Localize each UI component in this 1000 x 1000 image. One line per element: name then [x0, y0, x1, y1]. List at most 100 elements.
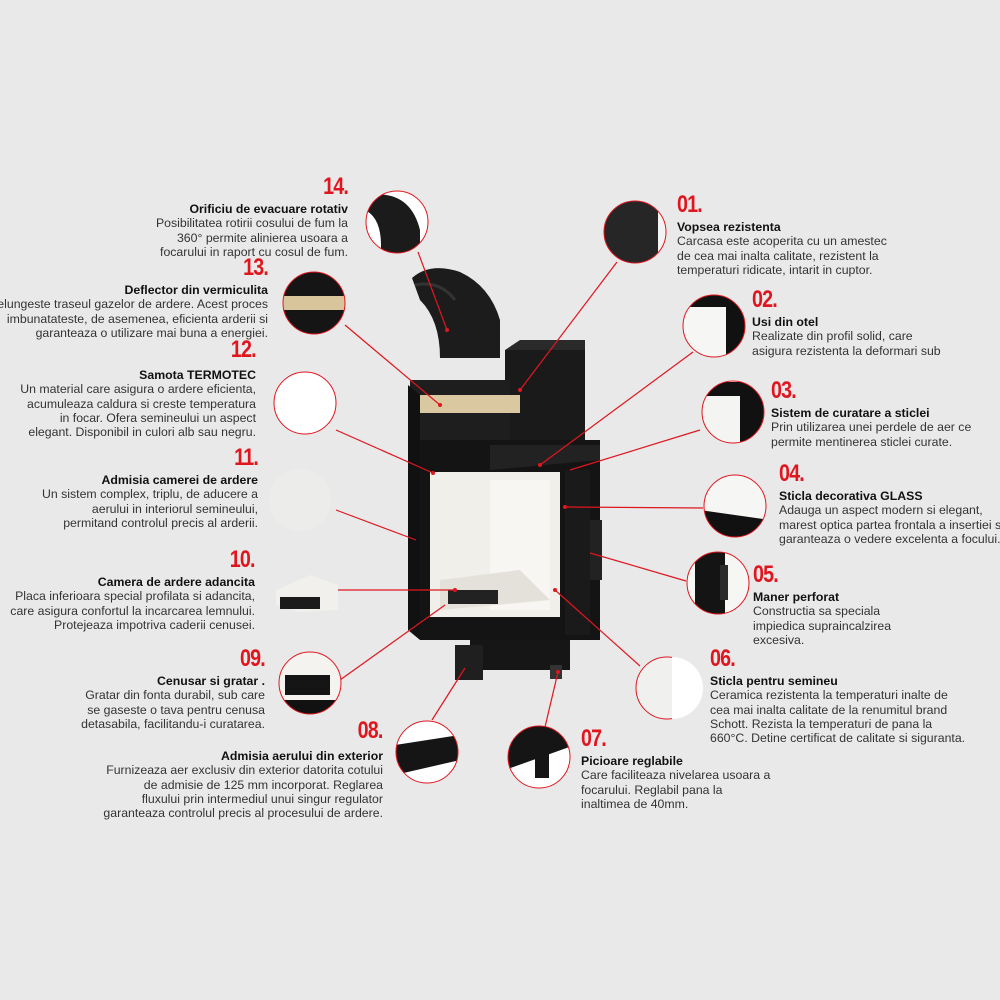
feature-text: in focar. Ofera semineului un aspect	[59, 410, 256, 425]
feature-number: 05.	[753, 561, 779, 588]
feature-number: 11.	[234, 444, 259, 471]
feature-text: permite mentinerea sticlei curate.	[771, 434, 953, 449]
feature-text: Adauga un aspect modern si elegant,	[779, 503, 983, 518]
feature-text: garanteaza o utilizare mai buna a energi…	[35, 325, 268, 340]
thumb-02-steel-door	[683, 295, 745, 357]
feature-number: 09.	[240, 645, 266, 672]
feature-text: Carcasa este acoperita cu un amestec	[677, 234, 887, 249]
thumb-06-glass	[635, 656, 703, 720]
leader-lines	[335, 251, 704, 728]
feature-07: 07. Picioare reglabile Care faciliteaza …	[581, 727, 770, 811]
feature-text: garanteaza controlul precis al procesulu…	[103, 806, 383, 821]
thumb-07-feet	[508, 726, 570, 788]
feature-text: Constructia sa speciala	[753, 604, 881, 619]
feature-12: 12. Samota TERMOTEC Un material care asi…	[20, 336, 257, 440]
feature-title: Deflector din vermiculita	[124, 283, 268, 297]
feature-title: Sticla decorativa GLASS	[779, 489, 923, 503]
feature-number: 08.	[358, 717, 384, 744]
feature-text: se gaseste o tava pentru cenusa	[87, 702, 265, 717]
feature-text: Realizate din profil solid, care	[752, 329, 913, 344]
feature-title: Sticla pentru semineu	[710, 674, 838, 688]
feature-08: 08. Admisia aerului din exterior Furnize…	[103, 717, 384, 821]
feature-text: de cea mai inalta calitate, rezistent la	[677, 248, 879, 263]
feature-text: Prelungeste traseul gazelor de ardere. A…	[0, 297, 268, 312]
thumb-12-chamotte	[273, 371, 337, 435]
feature-text: elegant. Disponibil in culori alb sau ne…	[28, 425, 256, 440]
feature-text: marest optica partea frontala a insertie…	[779, 517, 1000, 532]
feature-text: 660°C. Detine certificat de calitate si …	[710, 731, 966, 746]
feature-title: Orificiu de evacuare rotativ	[189, 202, 348, 216]
feature-text: Posibilitatea rotirii cosului de fum la	[155, 216, 348, 231]
feature-text: care asigura confortul la incarcarea lem…	[10, 603, 255, 618]
feature-06: 06. Sticla pentru semineu Ceramica rezis…	[710, 645, 966, 746]
feature-title: Usi din otel	[752, 315, 819, 329]
feature-04: 04. Sticla decorativa GLASS Adauga un as…	[779, 462, 1000, 546]
thumb-03-glass-cleaning	[702, 381, 764, 443]
thumb-01-paint	[604, 201, 666, 263]
feature-13: 13. Deflector din vermiculita Prelungest…	[0, 254, 269, 340]
thumb-11-air-intake	[269, 469, 331, 531]
feature-number: 06.	[710, 645, 736, 672]
feature-text: impiedica supraincalzirea	[753, 618, 892, 633]
feature-text: focarului in raport cu cosul de fum.	[160, 244, 348, 259]
feature-text: cea mai inalta calitate de la renumitul …	[710, 702, 948, 717]
feature-number: 02.	[752, 286, 778, 313]
feature-text: temperaturi ridicate, intarit in cuptor.	[677, 262, 873, 277]
feature-text: Prin utilizarea unei perdele de aer ce	[771, 420, 972, 435]
feature-09: 09. Cenusar si gratar . Gratar din fonta…	[81, 645, 266, 731]
feature-text: Furnizeaza aer exclusiv din exterior dat…	[106, 763, 383, 778]
feature-title: Vopsea rezistenta	[677, 220, 781, 234]
feature-text: Placa inferioara special profilata si ad…	[15, 589, 255, 604]
feature-title: Admisia camerei de ardere	[101, 473, 258, 487]
feature-11: 11. Admisia camerei de ardere Un sistem …	[42, 444, 259, 530]
feature-text: Gratar din fonta durabil, sub care	[85, 688, 265, 703]
feature-title: Samota TERMOTEC	[139, 368, 256, 382]
feature-text: Ceramica rezistenta la temperaturi inalt…	[710, 688, 948, 703]
feature-05: 05. Maner perforat Constructia sa specia…	[753, 563, 891, 647]
feature-number: 07.	[581, 725, 607, 752]
thumb-13-vermiculite	[283, 272, 345, 334]
feature-text: Care faciliteaza nivelarea usoara a	[581, 768, 771, 783]
feature-text: aerului in interiorul semineului,	[91, 501, 258, 516]
feature-title: Picioare reglabile	[581, 754, 683, 768]
feature-text: asigura rezistenta la deformari sub	[752, 343, 941, 358]
feature-text: de admisie de 125 mm incorporat. Reglare…	[143, 777, 383, 792]
feature-number: 13.	[243, 254, 269, 281]
thumb-14-flue	[366, 191, 428, 253]
feature-text: acumuleaza caldura si creste temperatura	[27, 396, 256, 411]
feature-02: 02. Usi din otel Realizate din profil so…	[752, 288, 941, 358]
feature-03: 03. Sistem de curatare a sticlei Prin ut…	[771, 379, 971, 449]
feature-text: Protejeaza impotriva caderii cenusei.	[54, 617, 255, 632]
feature-text: garanteaza o vedere excelenta a focului.	[779, 531, 1000, 546]
feature-number: 14.	[323, 173, 349, 200]
feature-text: imbunatateste, de asemenea, eficienta ar…	[6, 311, 268, 326]
feature-text: focarului. Reglabil pana la	[581, 782, 723, 797]
thumb-08-exterior-air	[396, 721, 458, 783]
thumb-10-chamber	[276, 575, 338, 612]
feature-text: fluxului prin intermediul unui singur re…	[141, 791, 383, 806]
feature-title: Sistem de curatare a sticlei	[771, 406, 930, 420]
feature-text: Un sistem complex, triplu, de aducere a	[42, 487, 258, 502]
fireplace-insert	[408, 268, 602, 680]
feature-title: Cenusar si gratar .	[157, 674, 265, 688]
feature-text: Schott. Rezista la temperaturi de pana l…	[710, 716, 933, 731]
thumb-09-grate	[279, 652, 341, 714]
feature-text: 360° permite alinierea usoara a	[176, 230, 348, 245]
feature-text: Un material care asigura o ardere eficie…	[20, 382, 256, 397]
feature-01: 01. Vopsea rezistenta Carcasa este acope…	[677, 193, 887, 277]
feature-10: 10. Camera de ardere adancita Placa infe…	[10, 546, 256, 632]
feature-text: detasabila, facilitandu-i curatarea.	[81, 716, 265, 731]
feature-14: 14. Orificiu de evacuare rotativ Posibil…	[155, 173, 349, 259]
feature-text: permitand controlul precis al arderii.	[63, 515, 258, 530]
feature-title: Camera de ardere adancita	[97, 575, 255, 589]
feature-number: 10.	[230, 546, 256, 573]
feature-number: 03.	[771, 377, 797, 404]
feature-text: inaltimea de 40mm.	[581, 796, 689, 811]
feature-number: 01.	[677, 191, 703, 218]
thumb-04-decorative-glass	[704, 475, 766, 537]
feature-title: Maner perforat	[753, 590, 840, 604]
feature-number: 04.	[779, 460, 805, 487]
feature-number: 12.	[231, 336, 257, 363]
feature-text: excesiva.	[753, 632, 805, 647]
